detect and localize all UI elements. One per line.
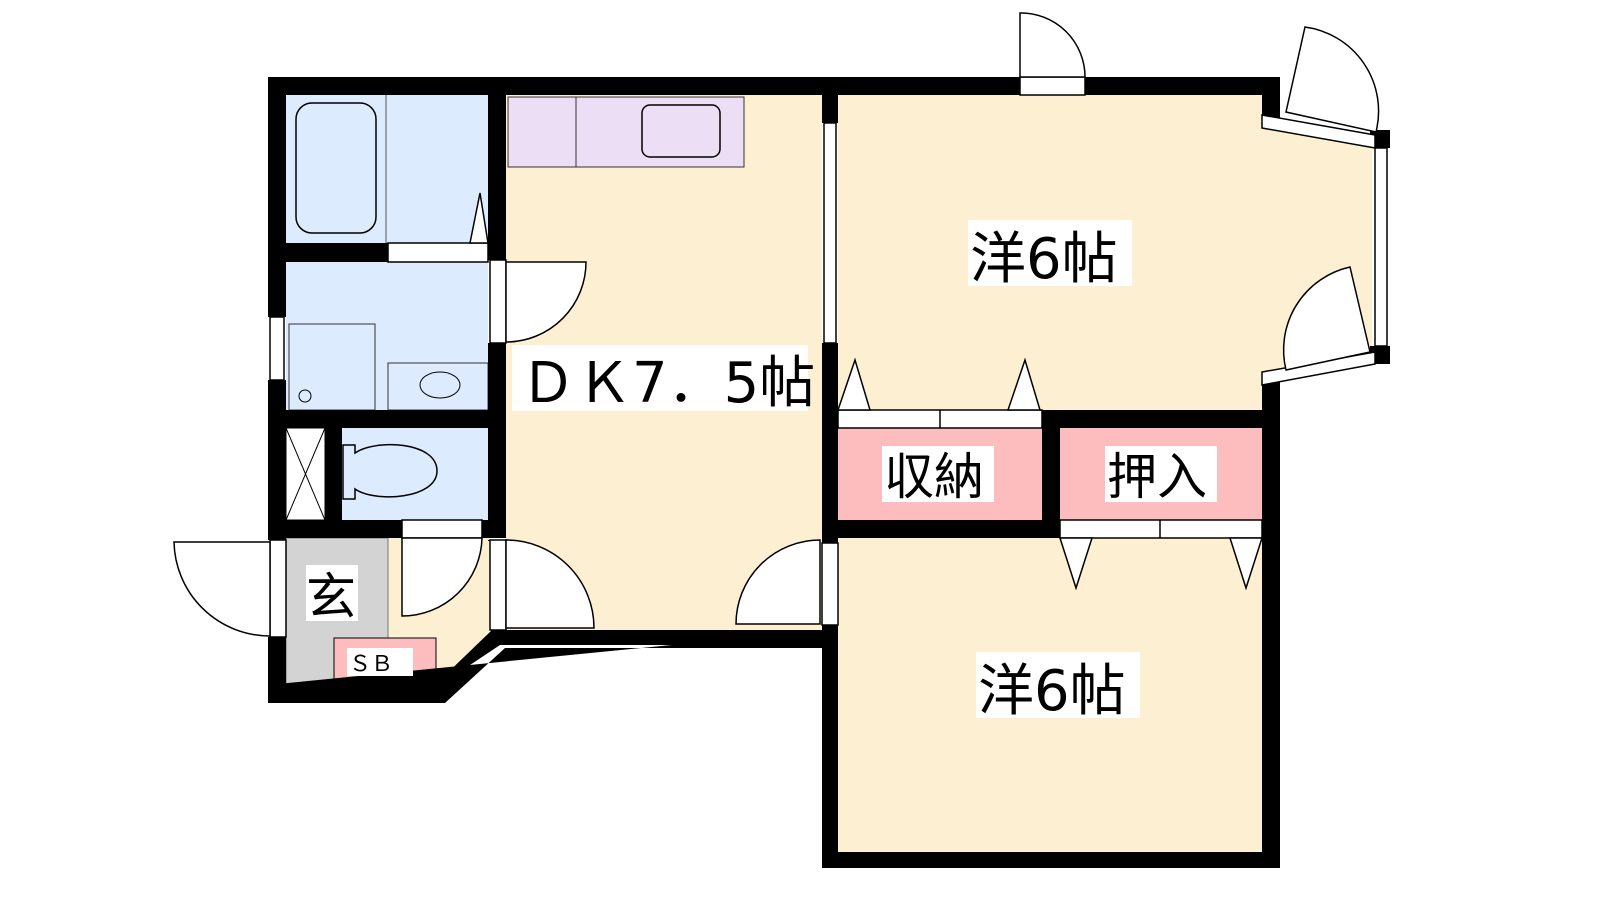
door-swing [505,261,587,343]
door-frame [489,539,507,631]
kitchen-counter [507,96,745,168]
door-marker [1006,357,1042,411]
window [1374,147,1388,347]
door-swing [1019,12,1086,78]
door-frame [401,519,483,539]
door-frame [387,242,489,263]
door-marker [1058,537,1094,591]
labels: ＤＫ7．5帖 洋6帖 洋6帖 収納 押入 玄 ＳＢ [306,220,1217,724]
door-swing [1285,26,1380,133]
bathtub-icon [295,102,377,234]
door-marker [469,192,489,244]
closet-door [1059,519,1263,539]
door-frame [269,539,287,638]
window [823,122,837,344]
toilet-icon [342,443,438,500]
door-frame [489,259,507,344]
door-swing [1282,266,1371,371]
drain-icon [298,389,312,403]
room-label-closet: 押入 [1107,448,1207,506]
room-label-storage: 収納 [884,448,984,506]
room-label-western-top: 洋6帖 [970,227,1118,292]
basin-icon [419,371,461,399]
room-label-dk: ＤＫ7．5帖 [520,351,815,416]
storage-cross [285,427,326,521]
door-frame [821,542,839,626]
door-swing [735,539,821,625]
window [1261,114,1376,149]
walls [268,77,1390,868]
door-frame [1019,76,1086,96]
room-label-shoe-box: ＳＢ [349,652,393,677]
door-marker [1228,537,1264,591]
door-swing [401,537,483,617]
room-label-western-bottom: 洋6帖 [978,659,1126,724]
openings [173,12,1388,638]
washroom-floor [286,262,488,410]
window [269,316,285,381]
door-swing [173,541,271,637]
door-swing [505,539,595,629]
room-label-entrance: 玄 [306,568,356,626]
door-marker [836,357,872,411]
bathroom-floor [286,95,488,243]
sink-icon [641,104,721,158]
toilet-floor [342,428,488,520]
